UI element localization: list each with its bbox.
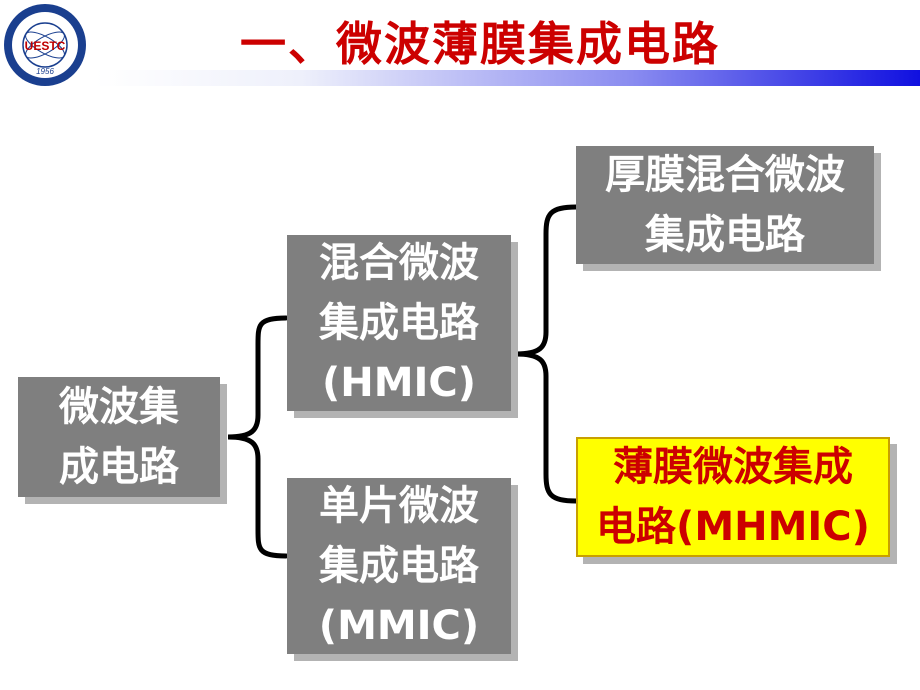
bracket-root <box>227 315 289 559</box>
node-mmic-line-3: (MMIC) <box>318 603 480 649</box>
node-hmic-line-1: 混合微波 <box>319 240 479 286</box>
node-thin-film-line-2: 电路(MHMIC) <box>596 504 870 550</box>
logo-year: 1956 <box>36 67 54 76</box>
node-thin-film-mhmic: 薄膜微波集成 电路(MHMIC) <box>576 437 890 557</box>
node-thick-film-hybrid: 厚膜混合微波 集成电路 <box>576 146 874 264</box>
node-thick-film-line-1: 厚膜混合微波 <box>605 152 845 198</box>
node-mmic: 单片微波 集成电路 (MMIC) <box>287 478 511 654</box>
node-microwave-ic: 微波集 成电路 <box>18 377 220 497</box>
node-microwave-ic-line-1: 微波集 <box>59 384 179 430</box>
node-mmic-line-1: 单片微波 <box>319 483 479 529</box>
node-thick-film-line-2: 集成电路 <box>645 212 805 258</box>
logo-center-text: UESTC <box>25 39 66 53</box>
node-mmic-line-2: 集成电路 <box>319 543 479 589</box>
uestc-logo: UESTC 1956 <box>4 4 86 86</box>
node-thin-film-line-1: 薄膜微波集成 <box>613 444 853 490</box>
slide-title: 一、微波薄膜集成电路 <box>240 17 720 71</box>
title-underline-gradient <box>95 70 920 86</box>
node-hmic: 混合微波 集成电路 (HMIC) <box>287 235 511 411</box>
bracket-hmic <box>515 204 579 504</box>
node-microwave-ic-line-2: 成电路 <box>59 444 179 490</box>
node-hmic-line-2: 集成电路 <box>319 300 479 346</box>
node-hmic-line-3: (HMIC) <box>321 360 477 406</box>
